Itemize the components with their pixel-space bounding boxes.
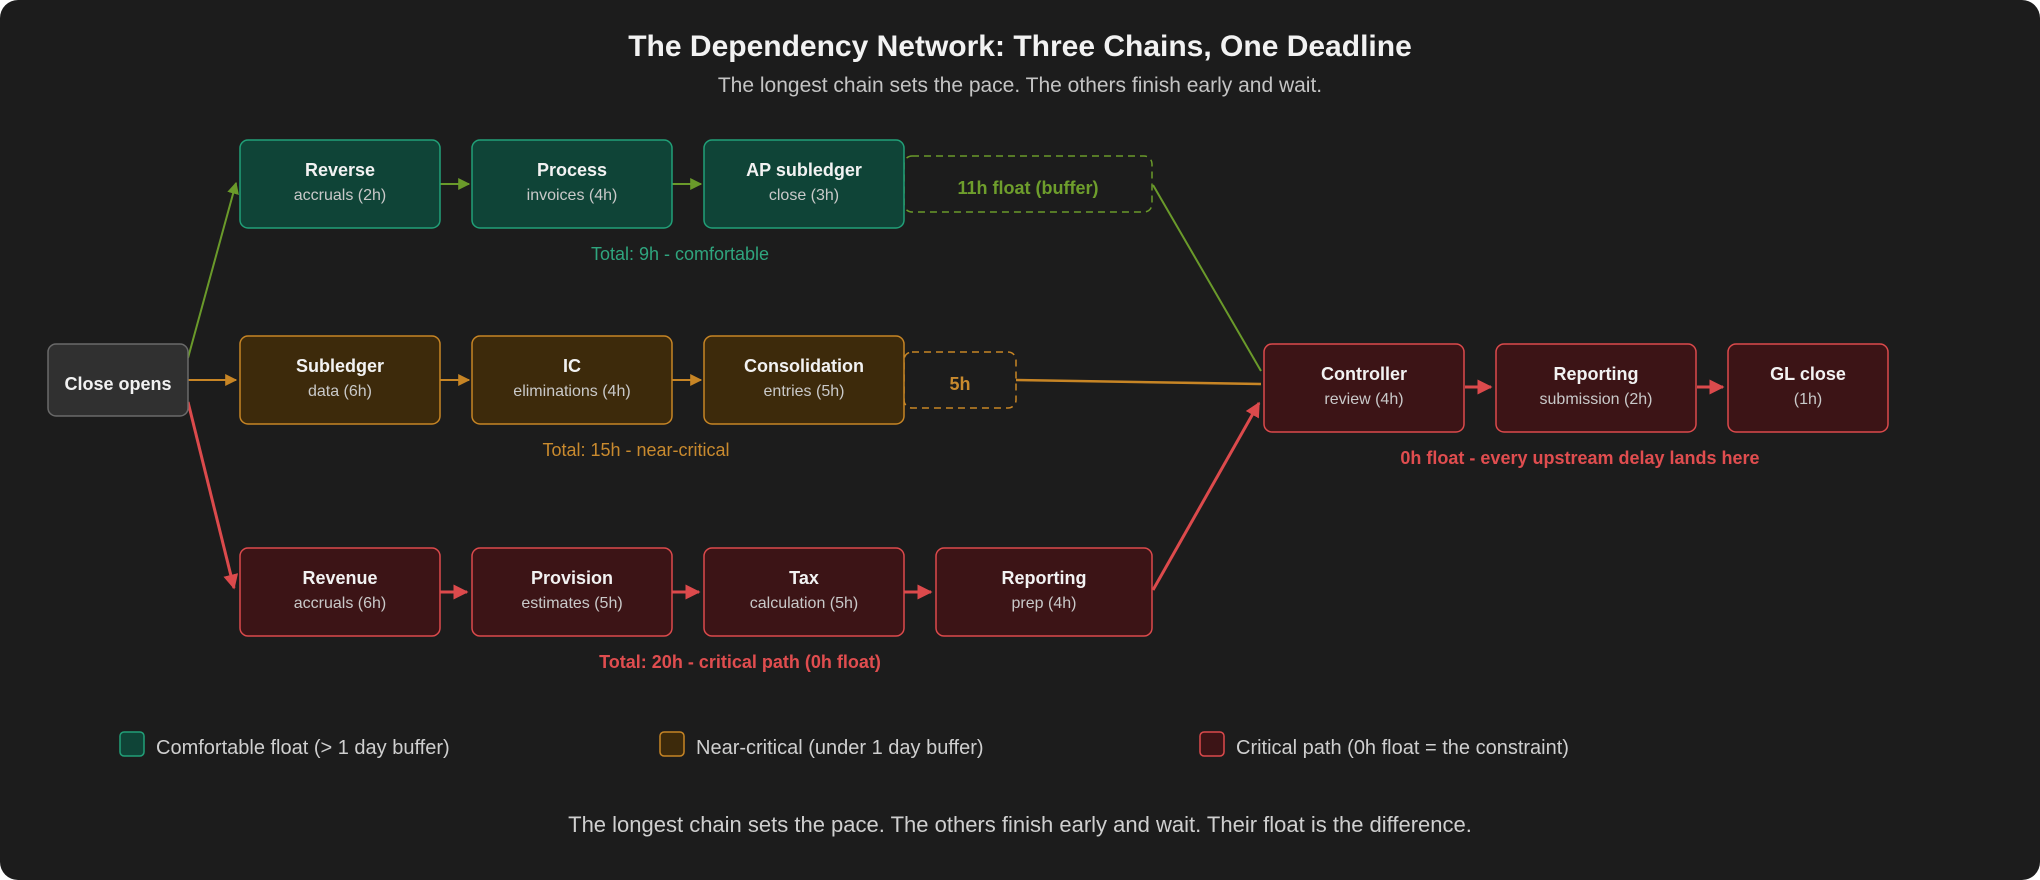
node-close-opens[interactable]: Close opens xyxy=(47,343,189,417)
svg-text:estimates (5h): estimates (5h) xyxy=(521,595,622,612)
node-revenue[interactable]: Revenue accruals (6h) xyxy=(239,547,441,637)
float-box-top: 11h float (buffer) xyxy=(903,155,1153,213)
svg-text:Revenue: Revenue xyxy=(302,568,377,588)
float-label-middle: 5h xyxy=(949,374,970,394)
svg-text:invoices (4h): invoices (4h) xyxy=(527,187,618,204)
svg-text:(1h): (1h) xyxy=(1794,391,1822,408)
svg-text:entries (5h): entries (5h) xyxy=(764,383,845,400)
node-ap-subledger[interactable]: AP subledger close (3h) xyxy=(703,139,905,229)
edge-close-to-revenue xyxy=(186,401,239,590)
node-subledger[interactable]: Subledger data (6h) xyxy=(239,335,441,425)
float-label-top: 11h float (buffer) xyxy=(957,178,1098,198)
edge-reporting-prep-to-controller xyxy=(1151,401,1261,591)
legend: Comfortable float (> 1 day buffer) Near-… xyxy=(119,731,1569,759)
svg-text:close (3h): close (3h) xyxy=(769,187,839,204)
svg-text:IC: IC xyxy=(563,356,581,376)
svg-text:Reporting: Reporting xyxy=(1554,364,1639,384)
svg-text:Provision: Provision xyxy=(531,568,613,588)
svg-text:data (6h): data (6h) xyxy=(308,383,372,400)
diagram-title: The Dependency Network: Three Chains, On… xyxy=(628,30,1412,63)
svg-text:Process: Process xyxy=(537,160,607,180)
diagram-subtitle: The longest chain sets the pace. The oth… xyxy=(718,74,1322,97)
svg-text:Tax: Tax xyxy=(789,568,819,588)
svg-text:Consolidation: Consolidation xyxy=(744,356,864,376)
svg-text:prep (4h): prep (4h) xyxy=(1012,595,1077,612)
legend-label-critical: Critical path (0h float = the constraint… xyxy=(1236,737,1569,759)
legend-item-comfortable: Comfortable float (> 1 day buffer) xyxy=(119,731,450,759)
node-reporting-submission[interactable]: Reporting submission (2h) xyxy=(1495,343,1697,433)
node-reporting-prep[interactable]: Reporting prep (4h) xyxy=(935,547,1153,637)
legend-item-near-critical: Near-critical (under 1 day buffer) xyxy=(659,731,984,759)
node-reverse[interactable]: Reverse accruals (2h) xyxy=(239,139,441,229)
svg-text:Subledger: Subledger xyxy=(296,356,384,376)
node-provision[interactable]: Provision estimates (5h) xyxy=(471,547,673,637)
svg-text:Controller: Controller xyxy=(1321,364,1407,384)
svg-text:review (4h): review (4h) xyxy=(1324,391,1403,408)
footer-caption: The longest chain sets the pace. The oth… xyxy=(568,812,1472,837)
svg-text:Close opens: Close opens xyxy=(64,374,171,394)
chain-total-top: Total: 9h - comfortable xyxy=(591,244,769,264)
chain-total-bottom: Total: 20h - critical path (0h float) xyxy=(599,652,881,672)
svg-text:Reverse: Reverse xyxy=(305,160,375,180)
svg-text:Reporting: Reporting xyxy=(1002,568,1087,588)
svg-text:eliminations (4h): eliminations (4h) xyxy=(513,383,630,400)
svg-text:calculation (5h): calculation (5h) xyxy=(750,595,859,612)
svg-text:GL close: GL close xyxy=(1770,364,1846,384)
node-consolidation[interactable]: Consolidation entries (5h) xyxy=(703,335,905,425)
edge-middle-float-to-controller xyxy=(1015,378,1262,386)
critical-note: 0h float - every upstream delay lands he… xyxy=(1400,448,1759,468)
node-process[interactable]: Process invoices (4h) xyxy=(471,139,673,229)
node-gl-close[interactable]: GL close (1h) xyxy=(1727,343,1889,433)
svg-text:accruals (2h): accruals (2h) xyxy=(294,187,386,204)
legend-label-comfortable: Comfortable float (> 1 day buffer) xyxy=(156,737,450,759)
edge-close-to-reverse xyxy=(187,181,239,359)
edge-top-float-to-controller xyxy=(1152,184,1262,372)
legend-swatch-green xyxy=(119,731,145,757)
svg-text:submission (2h): submission (2h) xyxy=(1540,391,1653,408)
svg-text:accruals (6h): accruals (6h) xyxy=(294,595,386,612)
chain-total-middle: Total: 15h - near-critical xyxy=(542,440,729,460)
node-tax[interactable]: Tax calculation (5h) xyxy=(703,547,905,637)
legend-swatch-amber xyxy=(659,731,685,757)
node-controller[interactable]: Controller review (4h) xyxy=(1263,343,1465,433)
legend-label-near-critical: Near-critical (under 1 day buffer) xyxy=(696,737,984,759)
svg-text:AP subledger: AP subledger xyxy=(746,160,862,180)
legend-swatch-red xyxy=(1199,731,1225,757)
node-ic[interactable]: IC eliminations (4h) xyxy=(471,335,673,425)
legend-item-critical: Critical path (0h float = the constraint… xyxy=(1199,731,1569,759)
